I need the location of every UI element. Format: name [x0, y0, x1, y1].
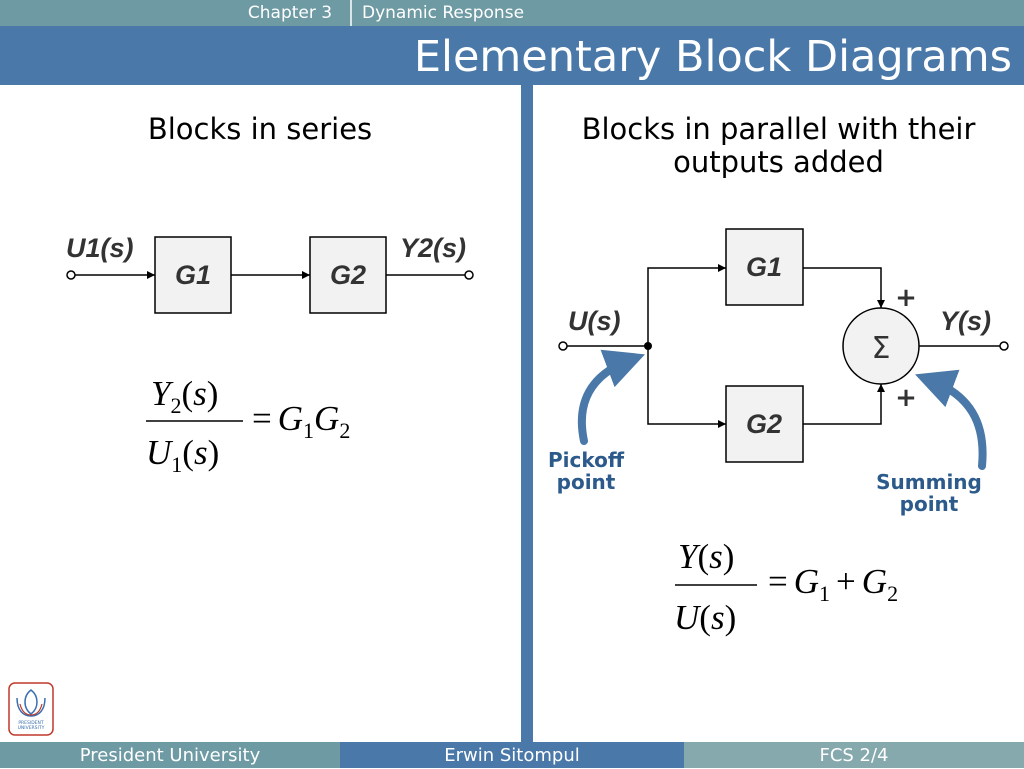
svg-text:Y2(s): Y2(s): [151, 374, 218, 418]
university-logo: PRESIDENT UNIVERSITY: [8, 682, 54, 736]
svg-text:U(s): U(s): [674, 598, 736, 637]
svg-text:Y(s): Y(s): [678, 537, 734, 576]
logo-text-line2: UNIVERSITY: [18, 725, 45, 731]
footer-university: President University: [0, 742, 340, 768]
topic-label: Dynamic Response: [362, 3, 525, 23]
svg-text:=G1G2: =G1G2: [252, 399, 350, 443]
parallel-g1-to-sum: [803, 267, 885, 308]
svg-text:=G1+G2: =G1+G2: [768, 562, 898, 606]
parallel-block-g1: [725, 228, 804, 306]
summing-callout-label: Summing point: [858, 471, 1000, 515]
series-output-label: Y2(s): [400, 233, 466, 263]
parallel-formula: Y(s)/U(s) = G1 + G2 Y(s) U(s) =G1+G2: [674, 537, 898, 637]
chapter-label: Chapter 3: [247, 3, 333, 23]
parallel-block-g2-label: G2: [746, 409, 782, 439]
pickoff-callout-label: Pickoff point: [530, 449, 642, 493]
parallel-branch-top: [647, 264, 726, 346]
footer-author: Erwin Sitompul: [340, 742, 684, 768]
parallel-input-label: U(s): [568, 306, 621, 336]
column-divider: [521, 85, 533, 742]
series-block-g1-label: G1: [175, 260, 211, 290]
series-heading: Blocks in series: [147, 112, 373, 146]
chapter-divider: [350, 0, 352, 26]
logo-text-line1: PRESIDENT: [18, 720, 44, 726]
pickoff-callout-arrow: [577, 349, 645, 445]
slide-title: Elementary Block Diagrams: [413, 32, 1012, 82]
footer-page: FCS 2/4: [684, 742, 1024, 768]
sigma-symbol: Σ: [872, 331, 891, 366]
series-input-label: U1(s): [66, 233, 134, 263]
parallel-output-terminal: [999, 341, 1009, 351]
series-input-terminal: [66, 270, 76, 280]
series-block-g2-label: G2: [330, 260, 366, 290]
parallel-heading-line1: Blocks in parallel with their: [581, 112, 976, 146]
parallel-block-g2: [725, 385, 804, 463]
series-output-terminal: [464, 270, 474, 280]
parallel-output-label: Y(s): [940, 306, 991, 336]
parallel-diagram: U(s) Y(s) G1 G2 Σ + + Y(s)/U(s) = G1 + G…: [558, 228, 1009, 637]
title-bar: [0, 26, 1024, 85]
pickoff-callout-line2: point: [556, 470, 616, 494]
plus-sign-bottom: +: [895, 383, 917, 413]
series-block-g2: [309, 236, 387, 314]
chapter-bar: [0, 0, 1024, 26]
parallel-heading-line2: outputs added: [673, 145, 884, 179]
pickoff-callout-line1: Pickoff: [547, 448, 625, 472]
series-block-g1: [154, 236, 232, 314]
parallel-input-terminal: [558, 341, 568, 351]
parallel-block-g1-label: G1: [746, 252, 782, 282]
parallel-g2-to-sum: [803, 384, 885, 425]
parallel-branch-bottom: [647, 346, 726, 428]
series-formula: Y2(s)/U1(s) = G1G2 Y2(s) U1(s) =G1G2: [146, 374, 350, 477]
summing-callout-line1: Summing: [876, 470, 982, 494]
svg-text:U1(s): U1(s): [146, 433, 219, 477]
series-diagram: U1(s) Y2(s) G1 G2 Y2(s)/U1(s) = G1G2 Y2(…: [66, 233, 474, 477]
summing-callout-line2: point: [899, 492, 959, 516]
summing-callout-arrow: [915, 369, 987, 470]
plus-sign-top: +: [895, 283, 917, 313]
